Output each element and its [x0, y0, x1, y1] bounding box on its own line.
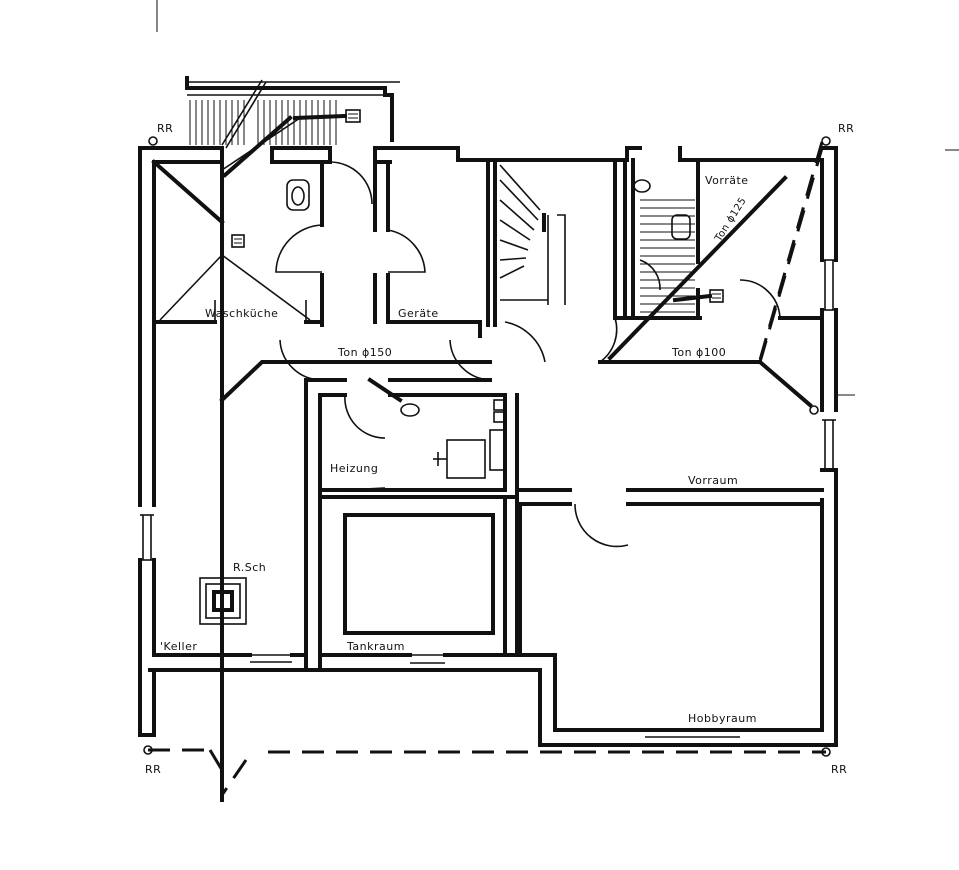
- room-label-heizung: Heizung: [330, 462, 378, 475]
- room-label-geraete: Geräte: [398, 307, 439, 320]
- room-label-tankraum: Tankraum: [346, 640, 405, 653]
- marker-label-rr-bottom-right: RR: [831, 763, 847, 776]
- boiler-fixture: [433, 399, 505, 479]
- tile-hatching: [640, 199, 695, 313]
- room-label-hobbyraum: Hobbyraum: [688, 712, 757, 725]
- entrance-stair: [185, 76, 400, 149]
- pipe-label-ton-150: Ton ϕ150: [337, 346, 392, 359]
- property-lines: [148, 141, 826, 796]
- room-label-vorraum: Vorraum: [688, 474, 738, 487]
- corridor-walls: [153, 268, 824, 802]
- room-label-waschkueche: Waschküche: [205, 307, 278, 320]
- marker-label-rr-top-right: RR: [838, 122, 854, 135]
- drain-icons: [231, 109, 724, 303]
- room-label-keller: 'Keller: [160, 640, 197, 653]
- pipe-label-ton-100: Ton ϕ100: [671, 346, 726, 359]
- interior-stair: [499, 164, 566, 305]
- margin-marks: [156, 0, 959, 396]
- tank: [343, 513, 495, 635]
- toilet-fixtures: [286, 179, 691, 417]
- rr-markers: [143, 136, 831, 757]
- inner-walls: [153, 146, 824, 338]
- door-arcs: [214, 161, 781, 548]
- marker-label-rr-bottom-left: RR: [145, 763, 161, 776]
- chimney-icon: [199, 577, 247, 625]
- room-label-vorraete: Vorräte: [705, 174, 749, 187]
- marker-label-r-sch: R.Sch: [233, 561, 266, 574]
- marker-label-rr-top-left: RR: [157, 122, 173, 135]
